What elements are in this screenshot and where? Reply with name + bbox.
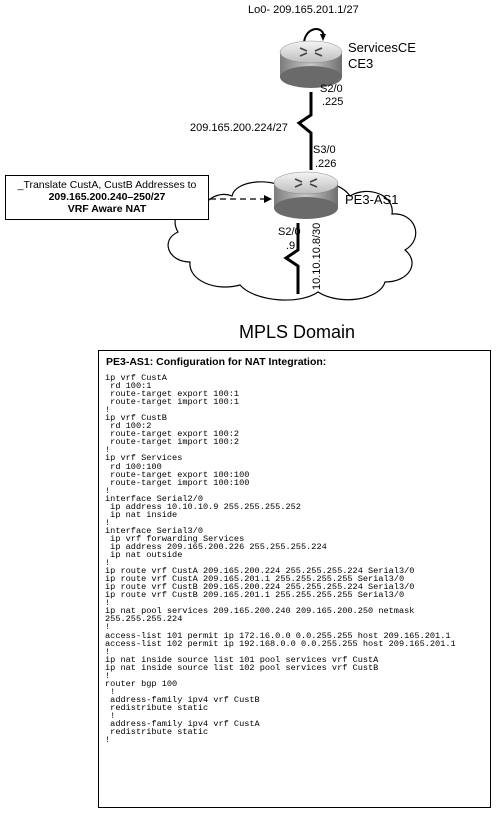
config-title: PE3-AS1: Configuration for NAT Integrati… (106, 356, 327, 368)
config-line: router bgp 100 (105, 678, 178, 689)
cloud-label: MPLS Domain (239, 322, 355, 342)
pe-name: PE3-AS1 (345, 192, 398, 207)
config-line: rd 100:100 (105, 461, 162, 472)
config-line: ! (105, 735, 111, 746)
config-line: rd 100:1 (105, 381, 152, 392)
pe-lower-address: .9 (286, 240, 295, 252)
config-box: PE3-AS1: Configuration for NAT Integrati… (98, 350, 491, 808)
config-line: ! (105, 686, 116, 697)
config-line: ! (105, 670, 111, 681)
config-line: ! (105, 405, 111, 416)
config-line: ip vrf CustA (105, 373, 167, 383)
nat-box-line-1: _Translate CustA, CustB Addresses to (17, 179, 197, 191)
services-ce-name: ServicesCE (348, 40, 416, 55)
config-line: route-target export 100:100 (105, 469, 250, 480)
config-line: ip address 10.10.10.9 255.255.255.252 (105, 501, 301, 512)
config-line: ip nat inside source list 102 pool servi… (105, 662, 379, 673)
config-line: ! (105, 622, 111, 633)
services-ce-id: CE3 (348, 56, 373, 71)
nat-box-line-2: 209.165.200.240–250/27 (48, 191, 166, 203)
config-line: route-target import 100:100 (105, 477, 250, 488)
config-line: ! (105, 445, 111, 456)
upper-link-subnet: 209.165.200.224/27 (190, 122, 288, 134)
config-line: rd 100:2 (105, 421, 152, 432)
config-line: interface Serial2/0 (105, 493, 203, 504)
config-line: route-target export 100:2 (105, 429, 240, 440)
config-line: ip nat outside (105, 550, 183, 561)
config-line: route-target export 100:1 (105, 389, 240, 400)
config-line: ip nat inside (105, 509, 178, 520)
config-line: ip address 209.165.200.226 255.255.255.2… (105, 541, 327, 552)
config-line: ip nat pool services 209.165.200.240 209… (105, 606, 415, 617)
config-line: ip route vrf CustB 209.165.201.1 255.255… (105, 590, 405, 601)
services-ce-interface: S2/0 (320, 83, 343, 95)
config-line: route-target import 100:2 (105, 437, 240, 448)
loopback-label: Lo0- 209.165.201.1/27 (248, 4, 359, 16)
network-diagram: Lo0- 209.165.201.1/27 ServicesCE CE3 S2/… (167, 4, 416, 342)
pe-upper-interface: S3/0 (313, 144, 336, 156)
config-line: ! (105, 517, 111, 528)
nat-box-line-3: VRF Aware NAT (67, 203, 147, 215)
loopback-icon (303, 28, 326, 45)
pe-lower-interface: S2/0 (278, 226, 301, 238)
config-line: ! (105, 710, 116, 721)
config-line: ip route vrf CustB 209.165.200.224 255.2… (105, 582, 415, 593)
config-line: interface Serial3/0 (105, 525, 203, 536)
lower-link-subnet: 10.10.10.8/30 (311, 223, 323, 290)
serial-link-upper (296, 92, 313, 170)
config-line: redistribute static (105, 702, 209, 713)
config-line: ip route vrf CustA 209.165.200.224 255.2… (105, 566, 415, 577)
config-line: ! (105, 646, 111, 657)
config-line: access-list 102 permit ip 192.168.0.0 0.… (105, 638, 456, 649)
config-line: 255.255.255.224 (105, 614, 183, 625)
config-line: access-list 101 permit ip 172.16.0.0 0.0… (105, 630, 451, 641)
config-line: ip route vrf CustA 209.165.201.1 255.255… (105, 574, 405, 585)
router-icon-services-ce (279, 40, 343, 88)
services-ce-address: .225 (322, 96, 343, 108)
router-icon-pe (273, 171, 339, 219)
config-line: ! (105, 558, 111, 569)
config-line: ! (105, 485, 111, 496)
pe-upper-address: .226 (315, 158, 336, 170)
config-line: redistribute static (105, 727, 209, 738)
config-line: ip vrf CustB (105, 413, 167, 424)
config-line: ip vrf forwarding Services (105, 533, 245, 544)
config-line: ! (105, 598, 111, 609)
config-line: address-family ipv4 vrf CustB (105, 694, 260, 705)
config-line: route-target import 100:1 (105, 397, 240, 408)
config-line: ip vrf Services (105, 453, 183, 464)
config-line: ip nat inside source list 101 pool servi… (105, 654, 379, 665)
serial-link-lower (283, 223, 300, 294)
config-line: address-family ipv4 vrf CustA (105, 719, 260, 730)
config-lines: ip vrf CustA rd 100:1 route-target expor… (105, 373, 456, 746)
nat-dashed-arrow (210, 195, 272, 203)
nat-description-box: _Translate CustA, CustB Addresses to 209… (5, 175, 209, 220)
